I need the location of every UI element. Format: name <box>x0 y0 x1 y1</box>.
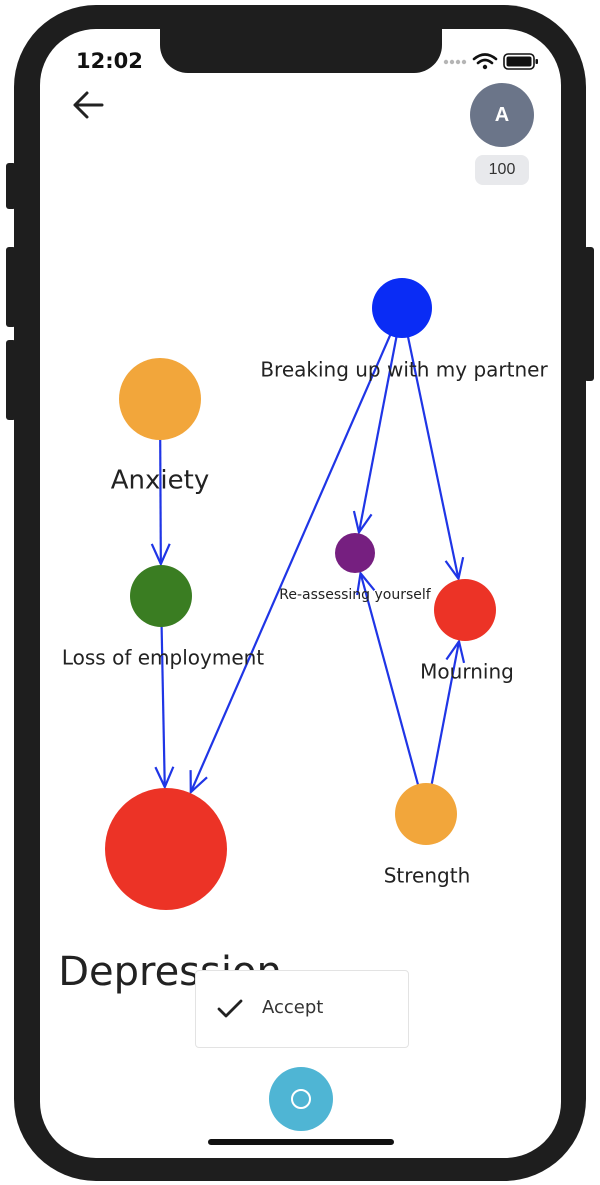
node-label-mourning: Mourning <box>420 660 514 684</box>
silent-switch <box>6 163 16 209</box>
arrow-left-icon <box>73 91 104 119</box>
circle-icon <box>291 1089 311 1109</box>
edge-breaking_up-to-depression <box>189 307 404 795</box>
edge-line <box>400 307 460 579</box>
node-label-anxiety: Anxiety <box>111 466 209 496</box>
accept-label: Accept <box>262 997 324 1018</box>
volume-up-button <box>6 247 16 327</box>
node-reassessing[interactable] <box>335 533 375 573</box>
home-indicator <box>208 1139 394 1145</box>
edges-layer <box>150 307 466 815</box>
edge-arrowhead <box>445 638 466 664</box>
node-loss_of_employment[interactable] <box>130 565 192 627</box>
edge-arrowhead <box>189 770 208 795</box>
battery-icon <box>503 53 538 70</box>
volume-down-button <box>6 340 16 420</box>
wifi-dot <box>482 64 488 70</box>
edge-arrowhead <box>352 510 373 536</box>
edge-line <box>359 572 428 815</box>
node-anxiety[interactable] <box>119 358 201 440</box>
edge-line <box>189 307 404 793</box>
status-icons <box>443 53 538 70</box>
edge-line <box>159 595 166 788</box>
wifi-icon <box>472 53 498 65</box>
edge-breaking_up-to-mourning <box>400 307 465 582</box>
signal-icon <box>443 59 467 65</box>
node-label-strength: Strength <box>384 864 471 888</box>
power-button <box>584 247 594 381</box>
edge-loss_of_employment-to-depression <box>154 595 175 790</box>
score-badge: 100 <box>475 155 529 185</box>
back-button[interactable] <box>68 85 108 125</box>
node-strength[interactable] <box>395 783 457 845</box>
accept-button[interactable]: Accept <box>195 970 409 1048</box>
notch <box>160 29 442 73</box>
edge-line <box>357 307 404 533</box>
edge-arrowhead <box>356 570 376 596</box>
edge-breaking_up-to-reassessing <box>352 307 404 536</box>
record-fab-button[interactable] <box>269 1067 333 1131</box>
edge-arrowhead <box>154 766 175 790</box>
edge-strength-to-reassessing <box>356 570 428 815</box>
edge-arrowhead <box>444 556 465 582</box>
check-icon <box>217 999 243 1018</box>
node-label-loss_of_employment: Loss of employment <box>62 646 264 670</box>
node-depression[interactable] <box>105 788 227 910</box>
avatar[interactable]: A <box>470 83 534 147</box>
node-label-reassessing: Re-assessing yourself <box>279 587 432 603</box>
edge-arrowhead <box>150 543 171 567</box>
node-mourning[interactable] <box>434 579 496 641</box>
node-breaking_up[interactable] <box>372 278 432 338</box>
status-time: 12:02 <box>76 49 143 73</box>
node-label-breaking_up: Breaking up with my partner <box>260 358 548 382</box>
